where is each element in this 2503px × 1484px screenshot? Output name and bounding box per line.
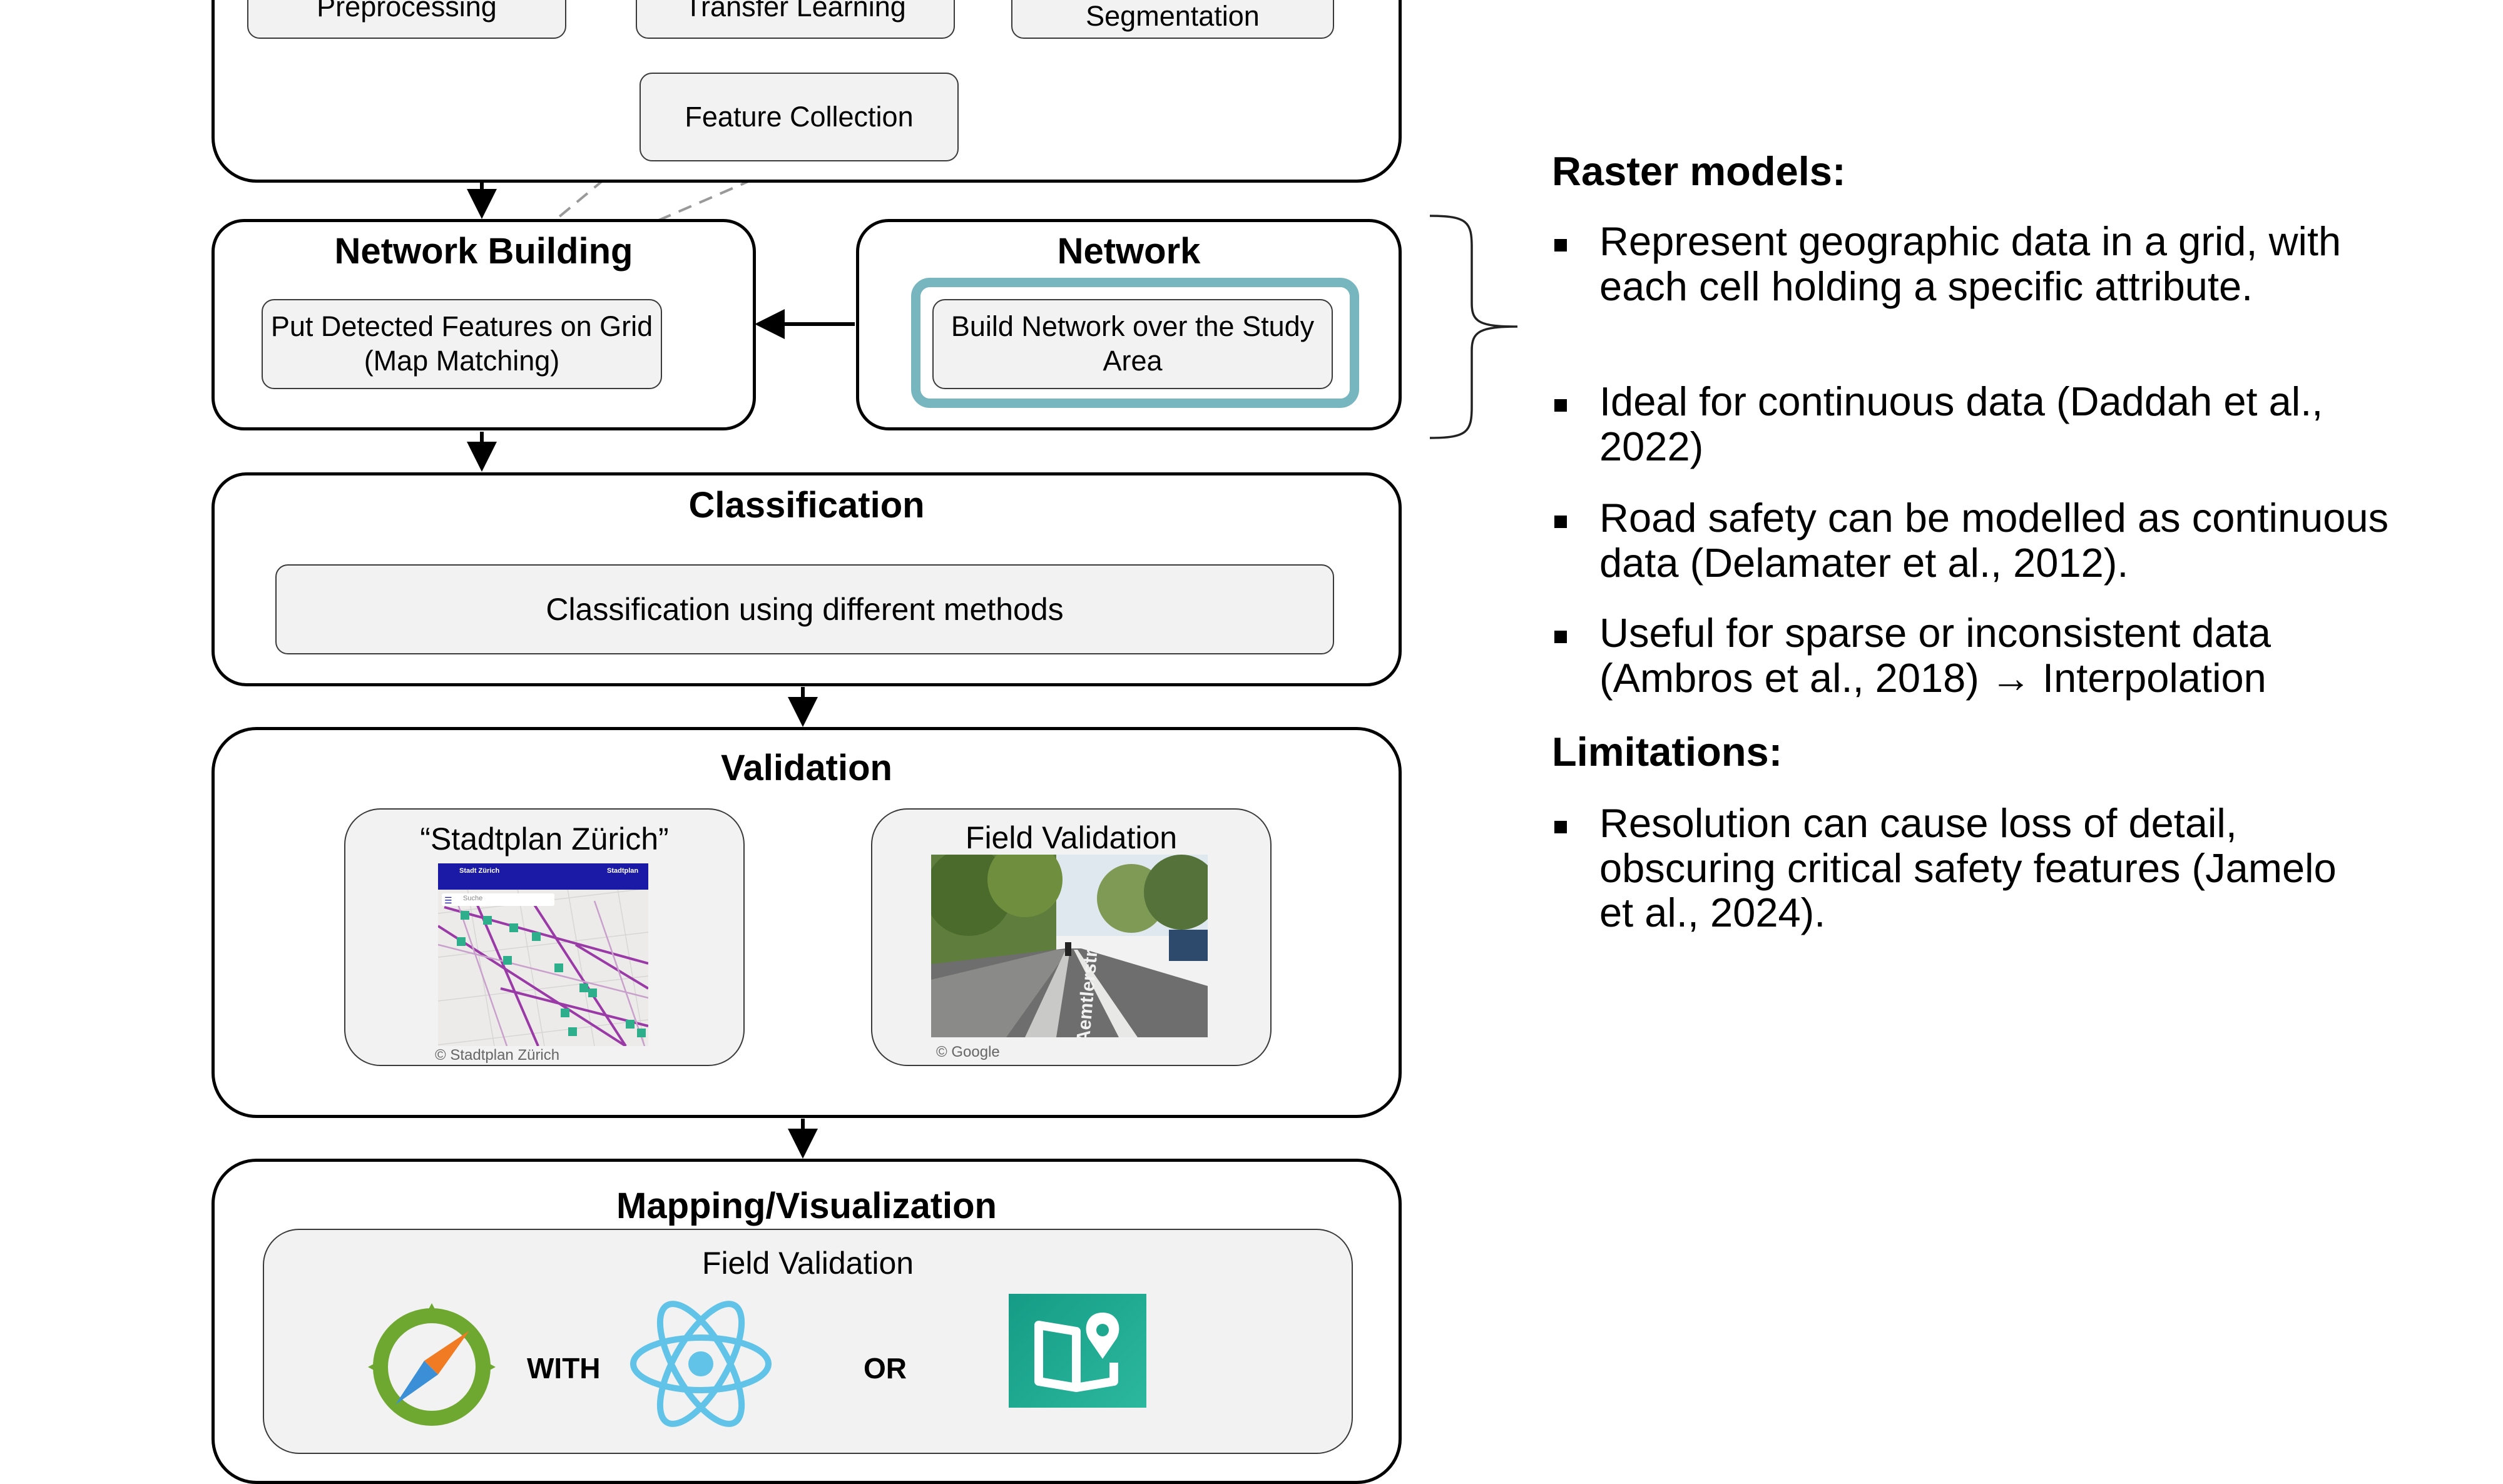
transfer-learning-label: Transfer Learning xyxy=(685,0,906,23)
or-label: OR xyxy=(864,1352,907,1385)
curly-brace xyxy=(1429,215,1518,439)
street-view-photo: Aemtlerstr xyxy=(931,855,1208,1037)
classification-title: Classification xyxy=(688,485,925,526)
network-building-title: Network Building xyxy=(334,231,633,272)
map-matching-label: Put Detected Features on Grid (Map Match… xyxy=(270,310,653,377)
raster-bullet-marker-4 xyxy=(1554,631,1567,643)
validation-title: Validation xyxy=(721,748,892,788)
feature-collection-label: Feature Collection xyxy=(685,100,914,133)
stadtplan-label: “Stadtplan Zürich” xyxy=(420,821,669,856)
limitation-bullet-marker-1 xyxy=(1554,821,1567,833)
mapping-panel-label: Field Validation xyxy=(701,1246,914,1281)
preprocessing-label: Preprocessing xyxy=(317,0,497,23)
raster-bullet-3: Road safety can be modelled as continuou… xyxy=(1599,495,2389,586)
field-validation-label: Field Validation xyxy=(965,820,1178,855)
map-header-right: Stadtplan xyxy=(607,867,639,875)
classification-methods-box[interactable]: Classification using different methods xyxy=(275,564,1334,654)
transfer-learning-box[interactable]: Transfer Learning xyxy=(636,0,955,39)
segmentation-label: Segmentation xyxy=(1086,0,1260,33)
preprocessing-box[interactable]: Preprocessing xyxy=(247,0,566,39)
build-network-box[interactable]: Build Network over the Study Area xyxy=(932,299,1333,389)
with-label: WITH xyxy=(527,1352,601,1385)
network-highlight-frame xyxy=(911,278,1359,408)
network-title: Network xyxy=(1057,231,1201,272)
raster-bullet-1: Represent geographic data in a grid, wit… xyxy=(1599,218,2342,309)
map-book-app-icon xyxy=(1009,1294,1146,1408)
raster-models-heading: Raster models: xyxy=(1552,148,1846,194)
segmentation-box[interactable]: Segmentation xyxy=(1011,0,1334,39)
build-network-label: Build Network over the Study Area xyxy=(951,310,1315,377)
classification-methods-label: Classification using different methods xyxy=(546,591,1064,627)
limitation-bullet-1: Resolution can cause loss of detail, obs… xyxy=(1599,800,2337,935)
raster-bullet-marker-2 xyxy=(1554,399,1567,412)
stadtplan-map-icon xyxy=(438,863,648,1046)
stadtplan-credit: © Stadtplan Zürich xyxy=(435,1047,560,1064)
map-header-left: Stadt Zürich xyxy=(459,867,500,875)
raster-bullet-4: Useful for sparse or inconsistent data (… xyxy=(1599,610,2271,701)
mapping-title: Mapping/Visualization xyxy=(616,1186,997,1226)
map-matching-box[interactable]: Put Detected Features on Grid (Map Match… xyxy=(262,299,662,389)
feature-collection-box[interactable]: Feature Collection xyxy=(640,73,959,161)
raster-bullet-marker-1 xyxy=(1554,239,1567,252)
react-atom-icon xyxy=(629,1295,773,1433)
map-search-input[interactable]: Suche xyxy=(463,895,483,902)
raster-bullet-marker-3 xyxy=(1554,516,1567,528)
raster-bullet-2: Ideal for continuous data (Daddah et al.… xyxy=(1599,379,2323,469)
limitations-heading: Limitations: xyxy=(1552,729,1783,775)
google-credit: © Google xyxy=(936,1044,1000,1060)
street-view-image-icon xyxy=(931,855,1208,1037)
map-menu-icon[interactable]: ☰ xyxy=(444,895,452,905)
stadtplan-map-screenshot: Stadt Zürich Stadtplan Suche ☰ xyxy=(438,863,648,1046)
compass-logo-icon xyxy=(363,1298,501,1436)
